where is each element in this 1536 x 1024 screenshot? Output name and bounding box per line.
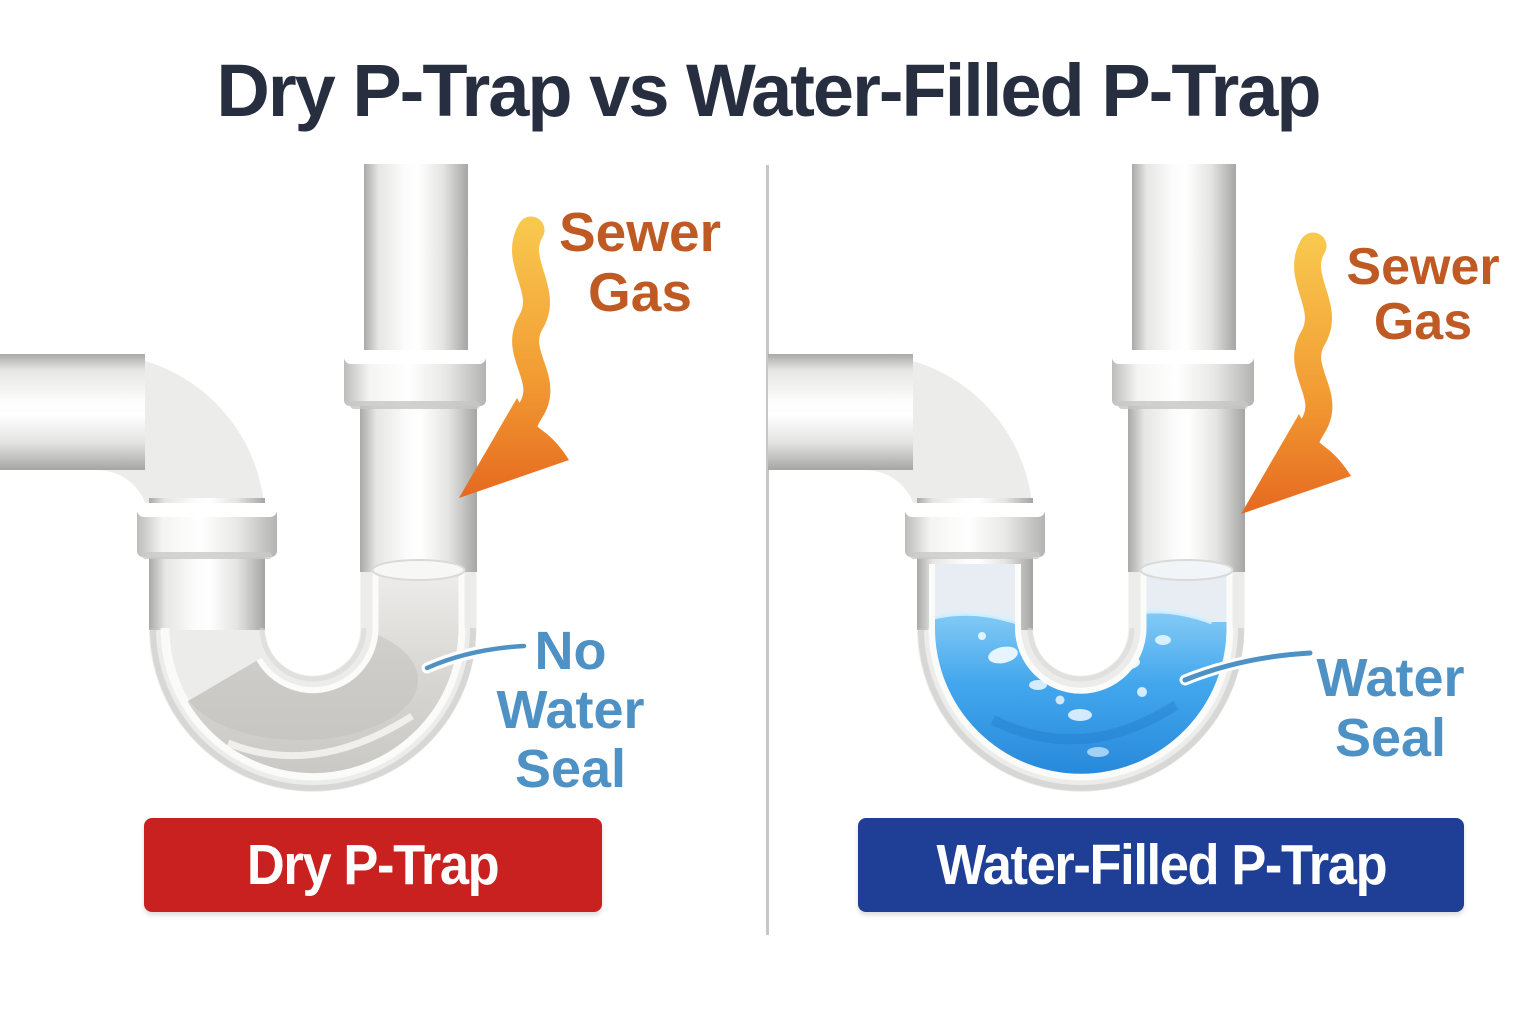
- trap-coupling-nut: [137, 503, 277, 559]
- seal-label-line: Water: [1316, 648, 1465, 708]
- seal-label-line: Water: [496, 680, 645, 740]
- sewer-gas-label-line: Sewer: [558, 201, 722, 263]
- no-water-seal-label: No Water Seal: [468, 622, 673, 799]
- sewer-gas-label-line: Sewer: [1346, 238, 1500, 296]
- water-filled-p-trap-banner-label: Water-Filled P-Trap: [936, 833, 1387, 897]
- dry-p-trap-illustration: [0, 164, 569, 820]
- seal-label-line: Seal: [1334, 708, 1447, 768]
- page-title: Dry P-Trap vs Water-Filled P-Trap: [216, 49, 1321, 132]
- dry-p-trap-banner: Dry P-Trap: [144, 818, 602, 912]
- sewer-gas-label-left: Sewer Gas: [547, 202, 733, 322]
- sewer-gas-arrow-icon: [1241, 232, 1351, 514]
- tailpiece-coupling-nut: [1112, 350, 1254, 409]
- panel-divider-line: [766, 165, 769, 935]
- sewer-gas-label-right: Sewer Gas: [1328, 240, 1518, 350]
- sewer-gas-arrow-icon: [459, 216, 569, 498]
- tailpiece-coupling-nut: [344, 350, 486, 409]
- dry-p-trap-banner-label: Dry P-Trap: [247, 833, 500, 897]
- p-trap-pipe-water-filled: [768, 164, 1288, 820]
- water-seal-interior: [868, 540, 1288, 820]
- p-trap-pipe-dry: [0, 164, 520, 820]
- water-filled-p-trap-banner: Water-Filled P-Trap: [858, 818, 1464, 912]
- empty-trap-interior: [100, 540, 520, 820]
- sewer-gas-label-line: Gas: [588, 261, 692, 323]
- trap-coupling-nut: [905, 503, 1045, 559]
- no-water-seal-leader-line: [421, 640, 530, 674]
- sewer-gas-label-line: Gas: [1373, 293, 1473, 351]
- water-seal-leader-line: [1179, 647, 1316, 686]
- water-filled-p-trap-illustration: [768, 164, 1351, 820]
- water-seal-label: Water Seal: [1288, 648, 1493, 768]
- seal-label-line: No: [534, 621, 607, 681]
- seal-label-line: Seal: [514, 739, 627, 799]
